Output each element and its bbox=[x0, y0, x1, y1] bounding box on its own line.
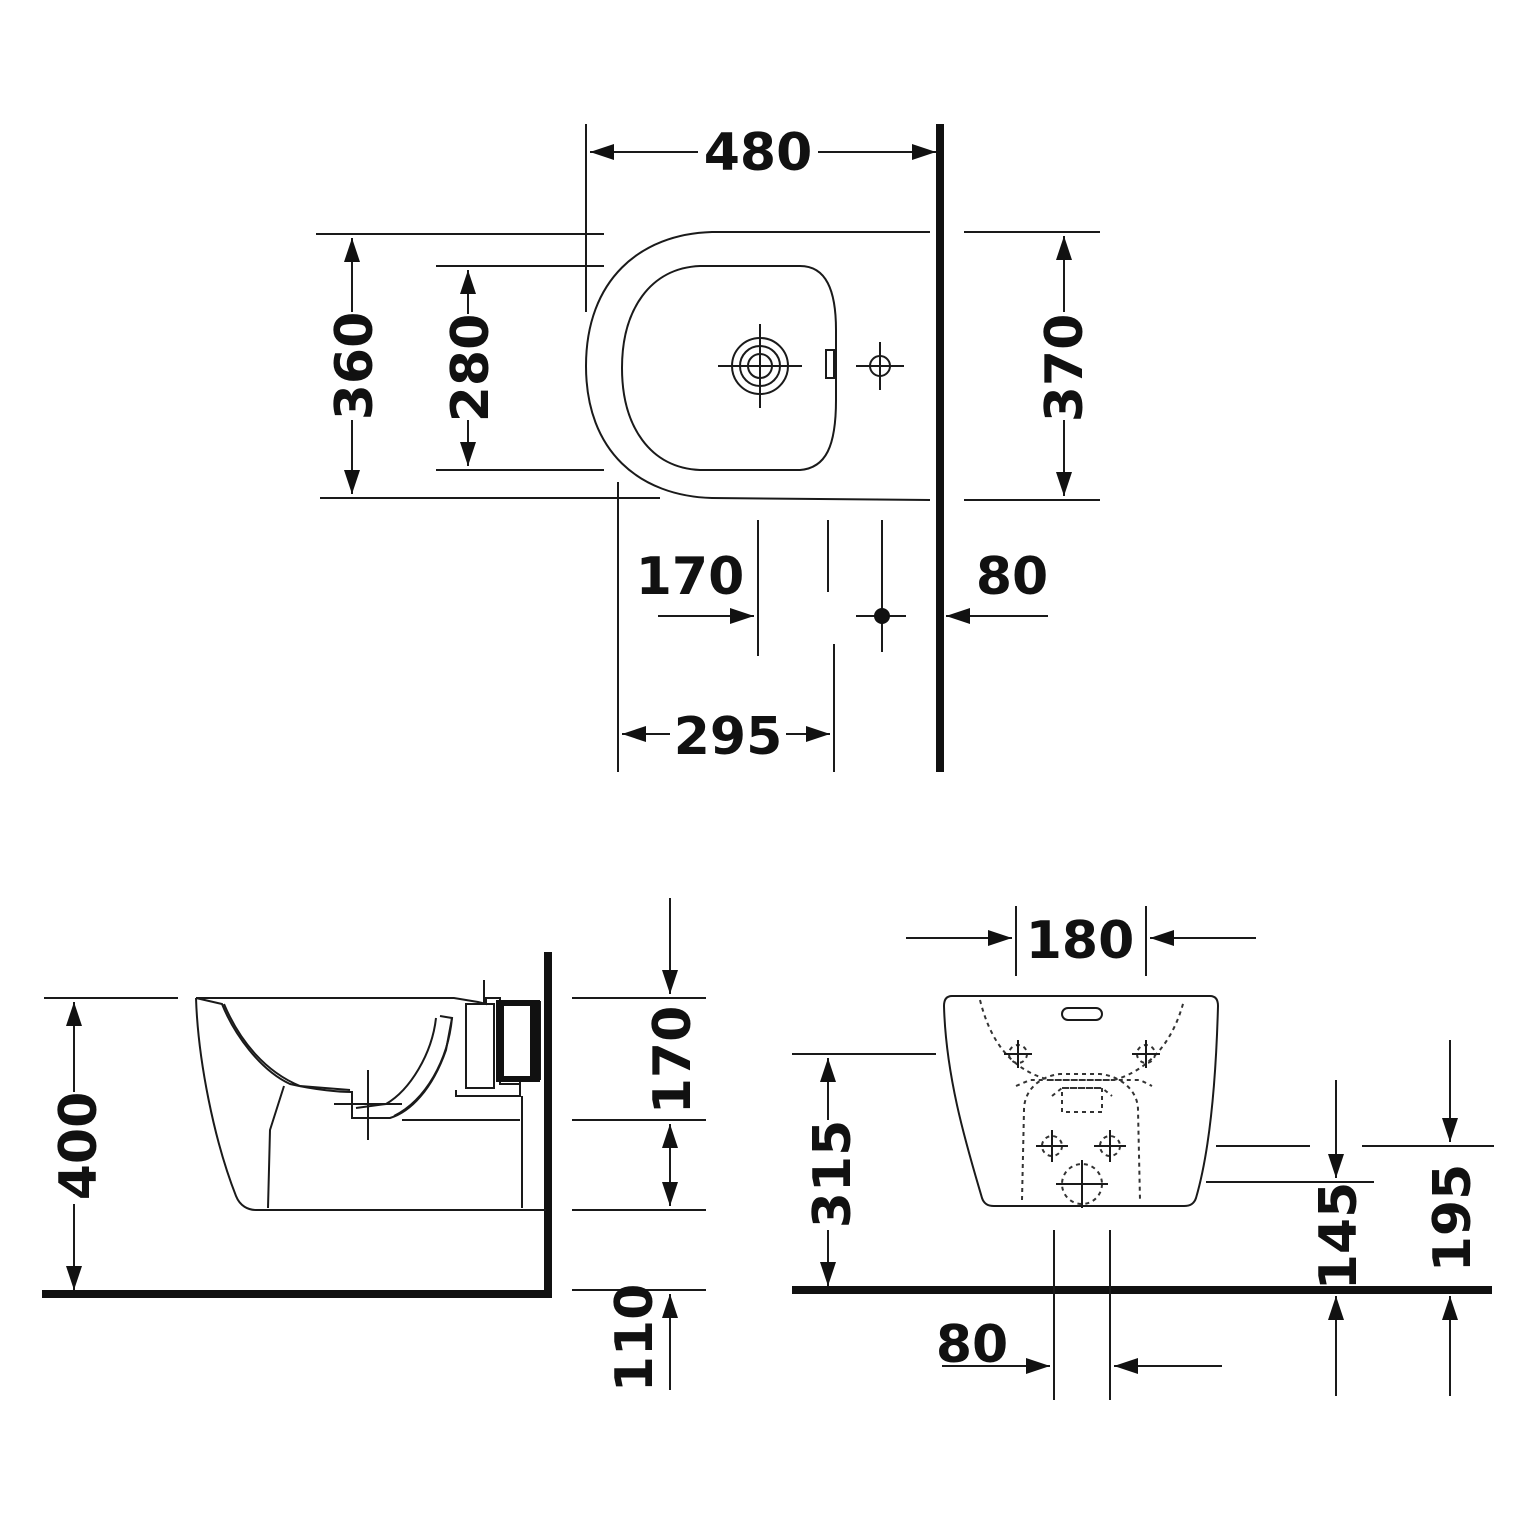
dim-480: 480 bbox=[704, 123, 813, 183]
dim-280: 280 bbox=[441, 314, 501, 423]
front-view: 180 315 80 145 195 bbox=[792, 906, 1494, 1400]
supply-hole-icon bbox=[1036, 1130, 1068, 1162]
dim-145: 145 bbox=[1309, 1182, 1369, 1291]
fixing-hole-icon bbox=[1004, 1040, 1032, 1068]
dim-370: 370 bbox=[1035, 314, 1095, 423]
waste-outlet-icon bbox=[1056, 1160, 1108, 1208]
top-view: 480 360 280 370 170 bbox=[316, 123, 1100, 772]
dim-195: 195 bbox=[1423, 1164, 1483, 1273]
dim-295: 295 bbox=[674, 707, 783, 767]
dim-400: 400 bbox=[49, 1092, 109, 1201]
drain-icon bbox=[718, 324, 802, 408]
dim-180: 180 bbox=[1026, 911, 1135, 971]
fixing-hole-icon bbox=[1132, 1040, 1160, 1068]
bidet-outer-outline bbox=[584, 231, 931, 501]
bidet-front-body bbox=[942, 995, 1220, 1207]
supply-hole-icon bbox=[1094, 1130, 1126, 1162]
dim-170-side: 170 bbox=[643, 1006, 703, 1115]
side-view: 400 170 110 bbox=[42, 898, 706, 1392]
overflow-slot bbox=[825, 349, 835, 379]
dim-315: 315 bbox=[803, 1120, 863, 1229]
dim-80-top: 80 bbox=[976, 547, 1048, 607]
dim-110: 110 bbox=[605, 1284, 665, 1393]
dim-80-front: 80 bbox=[936, 1315, 1008, 1375]
dim-170-top: 170 bbox=[636, 547, 745, 607]
bidet-inner-basin bbox=[620, 265, 837, 471]
fixing-point-icon bbox=[874, 608, 890, 624]
tap-hole-icon bbox=[856, 342, 904, 390]
dim-360: 360 bbox=[325, 312, 385, 421]
overflow-oval bbox=[1061, 1007, 1103, 1021]
